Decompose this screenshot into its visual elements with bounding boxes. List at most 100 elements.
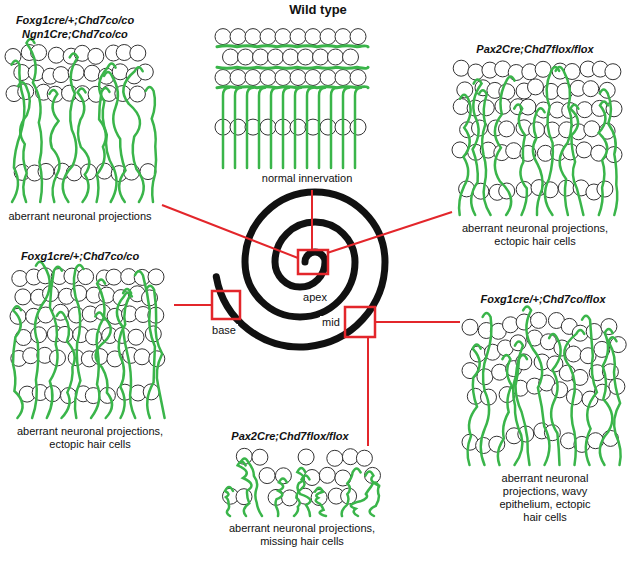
hair-cell xyxy=(223,49,239,65)
hair-cell xyxy=(305,29,321,45)
phenotype-label: normal innervation xyxy=(262,172,353,185)
hair-cell xyxy=(245,70,261,86)
hair-cell xyxy=(230,29,246,45)
cochlea-spiral xyxy=(216,192,385,347)
neuronal-fibre xyxy=(74,265,84,418)
panel-illustration xyxy=(452,60,622,215)
hair-cell xyxy=(290,70,306,86)
hair-cell xyxy=(350,70,366,86)
neuronal-fibre xyxy=(49,90,59,202)
hair-cell xyxy=(148,269,164,285)
hair-cell xyxy=(106,269,122,285)
hair-cell xyxy=(298,49,314,65)
hair-cell xyxy=(238,49,254,65)
hair-cell xyxy=(462,319,478,335)
hair-cell xyxy=(586,324,602,340)
hair-cell xyxy=(320,119,336,135)
hair-cell xyxy=(605,64,621,80)
neuronal-fibre xyxy=(276,478,287,516)
hair-cell xyxy=(259,468,275,484)
hair-cell xyxy=(506,143,522,159)
neuronal-fibre xyxy=(343,88,349,168)
leader-line xyxy=(311,190,313,250)
hair-cell xyxy=(275,468,291,484)
neuronal-fibre xyxy=(146,87,156,202)
neuronal-fibre xyxy=(545,67,559,215)
neuronal-fibre xyxy=(78,88,90,202)
neuronal-fibre xyxy=(315,488,326,516)
hair-cell xyxy=(12,271,28,287)
hair-cell xyxy=(453,60,469,76)
genotype-label: Ngn1Cre;Chd7co/co xyxy=(22,28,128,41)
hair-cell xyxy=(253,49,269,65)
neuronal-fibre xyxy=(47,267,62,418)
neuronal-bundle xyxy=(217,46,368,47)
neuronal-fibre xyxy=(307,88,313,168)
neuronal-fibre xyxy=(355,88,361,168)
leader-line xyxy=(162,205,298,258)
panel-illustration xyxy=(462,306,626,465)
neuronal-fibre xyxy=(63,53,78,202)
hair-cell xyxy=(48,47,64,63)
hair-cell xyxy=(601,319,617,335)
figure-title: Wild type xyxy=(289,2,347,17)
hair-cell xyxy=(477,369,493,385)
neuronal-fibre xyxy=(609,337,621,465)
hair-cell xyxy=(584,121,600,137)
hair-cell xyxy=(350,29,366,45)
hair-cell xyxy=(84,65,100,81)
hair-cell xyxy=(23,348,39,364)
hair-cell xyxy=(290,119,306,135)
hair-cell xyxy=(230,70,246,86)
hair-cell xyxy=(305,70,321,86)
leader-line xyxy=(367,337,369,446)
hair-cell xyxy=(88,48,104,64)
region-label: base xyxy=(210,324,238,337)
hair-cell xyxy=(350,119,366,135)
hair-cell xyxy=(597,181,613,197)
hair-cell xyxy=(15,289,31,305)
panel-illustration xyxy=(223,448,381,516)
hair-cell xyxy=(328,49,344,65)
region-label: mid xyxy=(320,316,342,329)
neuronal-fibre xyxy=(241,459,263,517)
neuronal-fibre xyxy=(495,77,515,215)
hair-cell xyxy=(78,269,94,285)
hair-cell xyxy=(342,449,358,465)
hair-cell xyxy=(320,70,336,86)
hair-cell xyxy=(528,79,544,95)
phenotype-label: aberrant neuronal projections, missing h… xyxy=(217,522,387,548)
neuronal-fibre xyxy=(223,88,229,168)
hair-cell xyxy=(245,29,261,45)
panel-illustration xyxy=(10,262,165,418)
hair-cell xyxy=(335,70,351,86)
region-box xyxy=(298,250,328,274)
hair-cell xyxy=(260,70,276,86)
panel-illustration xyxy=(215,29,368,168)
neuronal-fibre xyxy=(238,461,252,516)
hair-cell xyxy=(260,119,276,135)
neuronal-fibre xyxy=(247,88,253,168)
hair-cell xyxy=(260,29,276,45)
neuronal-fibre xyxy=(468,345,481,465)
hair-cell xyxy=(335,29,351,45)
neuronal-fibre xyxy=(599,101,608,215)
neuronal-fibre xyxy=(498,355,512,465)
region-label: apex xyxy=(301,291,329,304)
genotype-label: Foxg1cre/+;Chd7co/flox xyxy=(481,293,606,306)
neuronal-fibre xyxy=(283,88,289,168)
hair-cell xyxy=(57,326,73,342)
hair-cell xyxy=(492,364,508,380)
neuronal-fibre xyxy=(117,293,135,419)
phenotype-label: aberrant neuronal projections xyxy=(9,210,152,223)
neuronal-bundle xyxy=(217,67,368,68)
neuronal-fibre xyxy=(32,262,50,418)
panel-group xyxy=(5,29,626,516)
neuronal-fibre xyxy=(342,468,361,516)
neuronal-fibre xyxy=(123,67,143,202)
phenotype-label: aberrant neuronal projections, ectopic h… xyxy=(5,425,175,451)
region-box xyxy=(345,307,375,337)
neuronal-fibre xyxy=(99,64,116,202)
hair-cell xyxy=(298,449,314,465)
hair-cell xyxy=(606,101,622,117)
